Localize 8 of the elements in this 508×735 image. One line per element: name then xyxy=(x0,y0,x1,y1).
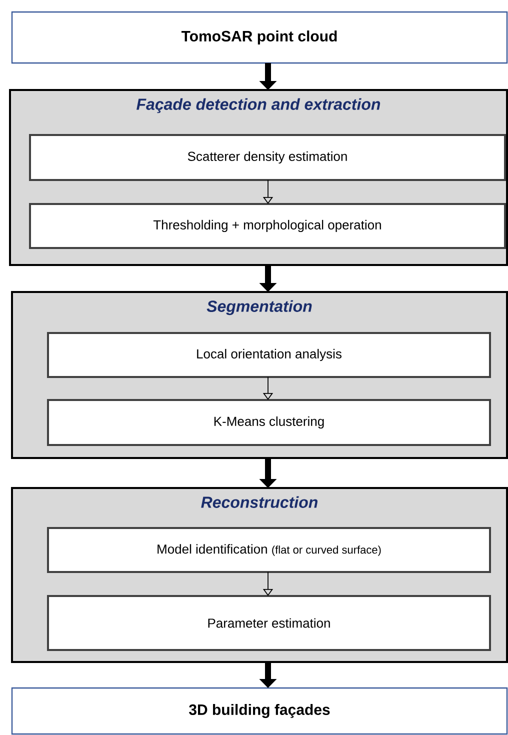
process-box: Thresholding + morphological operation xyxy=(29,203,506,249)
data-box: 3D building façades xyxy=(11,687,508,735)
process-box: K-Means clustering xyxy=(47,399,491,446)
process-box: Scatterer density estimation xyxy=(29,134,506,181)
data-box: TomoSAR point cloud xyxy=(11,11,508,64)
process-box: Local orientation analysis xyxy=(47,332,491,378)
process-box: Model identification (flat or curved surface) xyxy=(47,527,491,573)
process-box: Parameter estimation xyxy=(47,595,491,651)
